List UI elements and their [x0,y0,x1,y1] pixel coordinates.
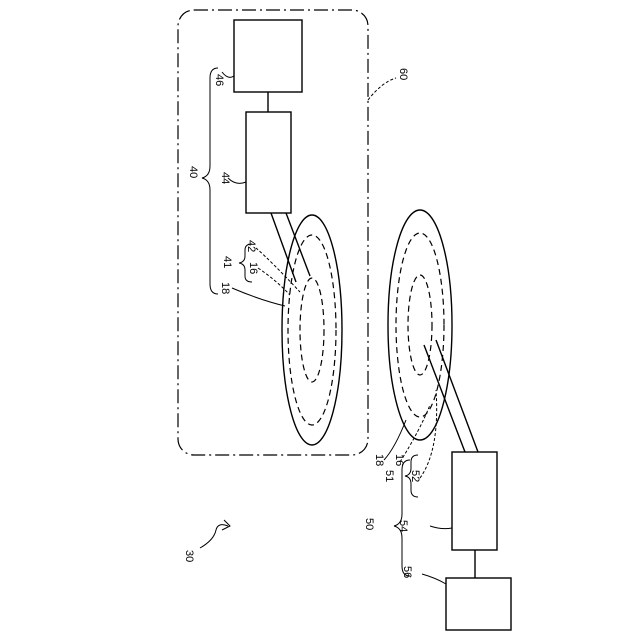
ref-16-bottom: 16 [393,454,405,466]
ref-52: 52 [409,470,421,482]
lead-44-b [286,213,310,276]
ref-51: 51 [383,470,395,482]
leader-52 [420,390,437,478]
ref-30: 30 [183,550,195,562]
block-56 [446,578,511,630]
coil-16-dashed-inner-upper [300,278,324,382]
ref-56: 56 [401,566,413,578]
lead-54-b [436,340,478,452]
ref-18-top: 18 [219,282,231,294]
ref-40: 40 [187,166,199,178]
leader-60 [368,78,396,100]
coil-16-dashed-outer-lower [396,233,444,417]
ref-42: 42 [245,240,257,252]
ref-46: 46 [213,74,225,86]
ref-44: 44 [219,172,231,184]
block-44 [246,112,291,213]
leader-54 [430,526,452,529]
ref-16-top: 16 [247,262,259,274]
block-46 [234,20,302,92]
leader-18-top [232,288,285,306]
coil-18-outer-upper [282,215,342,445]
lead-44-a [271,213,296,282]
coil-18-outer-lower [388,210,452,440]
ref-60: 60 [397,68,409,80]
ref-50: 50 [363,518,375,530]
coil-16-dashed-inner-lower [408,275,432,375]
coil-16-dashed-outer-upper [288,235,336,425]
ref-41: 41 [221,256,233,268]
ref-54: 54 [397,520,409,532]
ref-18-bottom: 18 [373,454,385,466]
block-54 [452,452,497,550]
leader-56 [422,574,446,584]
brace-40 [202,68,218,294]
leader-30 [200,525,228,548]
